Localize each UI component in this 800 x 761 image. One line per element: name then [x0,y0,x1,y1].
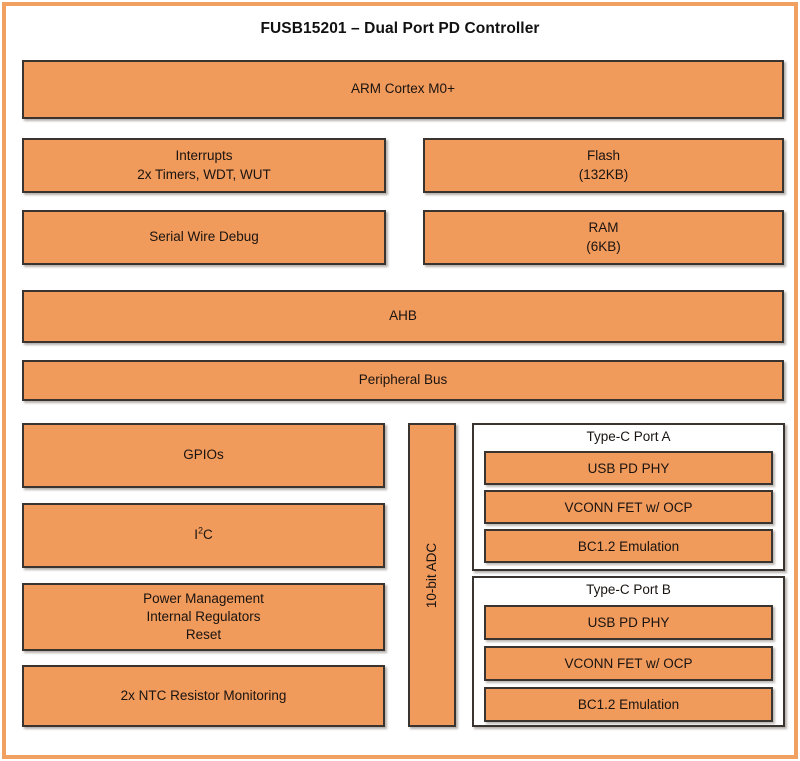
block-flash: Flash (132KB) [423,138,784,193]
group-type-c-port-a: Type-C Port A USB PD PHY VCONN FET w/ OC… [472,423,785,571]
block-i2c-prefix: I [194,527,199,543]
group-type-c-port-a-title: Type-C Port A [586,429,671,444]
block-port-b-usb-pd-phy-label: USB PD PHY [587,615,670,630]
diagram-title: FUSB15201 – Dual Port PD Controller [260,20,540,37]
block-port-b-bc12-emulation: BC1.2 Emulation [484,687,773,722]
block-power-management-line3: Reset [185,627,222,643]
block-i2c-label: I2C [194,526,212,544]
block-peripheral-bus-label: Peripheral Bus [358,372,448,388]
block-port-a-vconn-fet-ocp: VCONN FET w/ OCP [484,490,773,524]
block-gpios-label: GPIOs [183,447,224,463]
block-port-b-bc12-emulation-label: BC1.2 Emulation [577,697,680,712]
block-peripheral-bus: Peripheral Bus [22,360,784,401]
block-ntc-resistor-monitoring: 2x NTC Resistor Monitoring [22,665,385,727]
block-10-bit-adc: 10-bit ADC [408,423,456,727]
block-port-b-usb-pd-phy: USB PD PHY [484,605,773,640]
group-type-c-port-b-title: Type-C Port B [586,582,671,597]
block-ntc-resistor-monitoring-label: 2x NTC Resistor Monitoring [120,687,287,703]
block-ram: RAM (6KB) [423,210,784,265]
block-port-a-bc12-emulation: BC1.2 Emulation [484,529,773,563]
block-ram-line2: (6KB) [586,238,621,254]
block-port-a-vconn-fet-ocp-label: VCONN FET w/ OCP [564,499,693,515]
block-ahb: AHB [22,290,784,343]
block-port-b-vconn-fet-ocp: VCONN FET w/ OCP [484,646,773,681]
block-power-management: Power Management Internal Regulators Res… [22,583,385,651]
block-port-a-bc12-emulation-label: BC1.2 Emulation [577,538,680,554]
block-arm-cortex-m0-label: ARM Cortex M0+ [351,81,455,97]
block-flash-line1: Flash [586,148,620,164]
block-ram-line1: RAM [588,220,619,236]
block-interrupts-line2: 2x Timers, WDT, WUT [137,166,271,182]
block-ahb-label: AHB [389,308,417,324]
block-arm-cortex-m0: ARM Cortex M0+ [22,60,784,119]
block-port-b-vconn-fet-ocp-label: VCONN FET w/ OCP [564,656,693,671]
block-serial-wire-debug-label: Serial Wire Debug [149,229,259,245]
block-i2c-superscript: 2 [198,525,203,536]
block-serial-wire-debug: Serial Wire Debug [22,210,386,265]
block-10-bit-adc-label: 10-bit ADC [424,542,440,608]
block-port-a-usb-pd-phy-label: USB PD PHY [587,460,670,476]
block-power-management-line1: Power Management [143,590,264,606]
block-i2c-suffix: C [202,527,213,543]
group-type-c-port-b: Type-C Port B USB PD PHY VCONN FET w/ OC… [472,576,785,727]
block-i2c: I2C [22,503,385,568]
block-port-a-usb-pd-phy: USB PD PHY [484,451,773,485]
block-flash-line2: (132KB) [578,166,629,182]
block-power-management-line2: Internal Regulators [146,608,261,624]
block-interrupts: Interrupts 2x Timers, WDT, WUT [22,138,386,193]
block-interrupts-line1: Interrupts [175,148,233,164]
block-gpios: GPIOs [22,423,385,488]
